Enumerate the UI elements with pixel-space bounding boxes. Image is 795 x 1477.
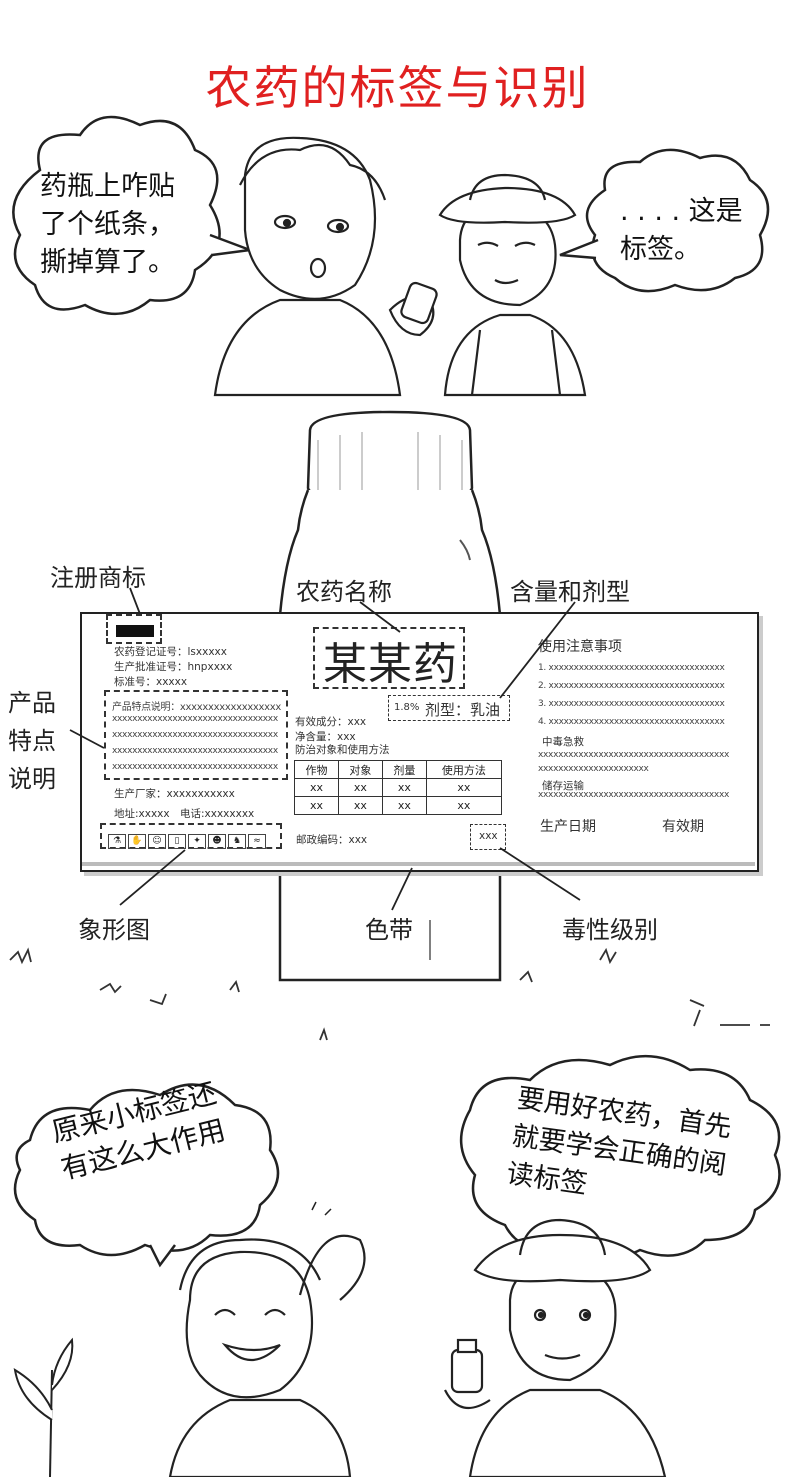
callout-name: 农药名称 xyxy=(296,578,392,606)
usage-header-cell: 使用方法 xyxy=(425,760,503,779)
bubble-right-line: . . . . 这是 xyxy=(620,196,743,227)
standard-no: 标准号：xxxxx xyxy=(114,676,188,688)
callout-features-line: 特点 xyxy=(8,727,56,755)
bubble-left-text: 药瓶上咋贴 了个纸条， 撕掉算了。 xyxy=(40,168,175,282)
content-formulation-box xyxy=(388,695,510,721)
reg-no: 农药登记证号：lsxxxxx xyxy=(114,646,227,658)
phone: 电话:xxxxxxxx xyxy=(180,808,255,820)
production-date: 生产日期 xyxy=(540,819,596,835)
features-line: xxxxxxxxxxxxxxxxxxxxxxxxxxxxxxxxx xyxy=(112,746,278,756)
product-name: 某某药 xyxy=(323,639,458,690)
note-line: 1. xxxxxxxxxxxxxxxxxxxxxxxxxxxxxxxxxxx xyxy=(538,663,725,673)
notes-title: 使用注意事项 xyxy=(538,639,622,655)
callout-color-band: 色带 xyxy=(365,916,413,944)
address: 地址:xxxxx xyxy=(114,808,170,820)
usage-cell: xx xyxy=(294,778,339,797)
happy-young-man-figure xyxy=(168,1201,366,1477)
pesticide-label xyxy=(80,612,759,872)
bubble-left-line: 撕掉算了。 xyxy=(40,247,175,278)
first-aid-line: xxxxxxxxxxxxxxxxxxxxxx xyxy=(538,764,649,774)
speech-bubble-bottom-left xyxy=(13,1083,280,1257)
pictogram-wash-icon: ☻ xyxy=(208,834,226,849)
pictogram-mask-icon: ☺ xyxy=(148,834,166,849)
sprout-plant xyxy=(13,1337,74,1477)
usage-cell: xx xyxy=(425,778,503,797)
storage-line: xxxxxxxxxxxxxxxxxxxxxxxxxxxxxxxxxxxxxx xyxy=(538,790,729,800)
speech-bubble-left xyxy=(12,115,221,316)
callout-toxicity: 毒性级别 xyxy=(562,916,658,944)
usage-table-row: xx xx xx xx xyxy=(294,778,503,797)
usage-table-row: xx xx xx xx xyxy=(294,796,503,815)
callout-features: 产品 特点 说明 xyxy=(8,684,56,798)
speech-bubble-right xyxy=(585,148,770,293)
features-line: xxxxxxxxxxxxxxxxxxxxxxxxxxxxxxxxx xyxy=(112,762,278,772)
pictogram-gloves-icon: ✋ xyxy=(128,834,146,849)
bottom-panel-art xyxy=(13,1054,781,1477)
bubble-left-line: 药瓶上咋贴 xyxy=(40,171,175,202)
first-aid-title: 中毒急救 xyxy=(542,736,584,748)
pictogram-animal-icon: ♞ xyxy=(228,834,246,849)
toxicity-value: xxx xyxy=(479,830,498,842)
features-title: 产品特点说明：xxxxxxxxxxxxxxxxxx xyxy=(112,702,282,713)
storage-title: 储存运输 xyxy=(542,780,584,792)
trademark-logo xyxy=(116,625,154,637)
bubble-left-line: 了个纸条， xyxy=(40,209,175,240)
net-content: 净含量：xxx xyxy=(295,731,356,743)
approval-no: 生产批准证号：hnpxxxx xyxy=(114,661,233,673)
pictogram-box: ⚗✋☺▯✦☻♞≈ xyxy=(100,823,282,849)
old-farmer-holding-bottle-figure xyxy=(444,1218,667,1477)
postcode: 邮政编码：xxx xyxy=(296,834,368,846)
toxicity-box xyxy=(470,824,506,850)
color-band xyxy=(82,862,755,866)
note-line: 2. xxxxxxxxxxxxxxxxxxxxxxxxxxxxxxxxxxx xyxy=(538,681,725,691)
top-panel-art xyxy=(12,115,770,397)
note-line: 3. xxxxxxxxxxxxxxxxxxxxxxxxxxxxxxxxxxx xyxy=(538,699,725,709)
content-pct: 1.8% xyxy=(394,702,420,713)
product-name-box xyxy=(313,627,465,689)
callout-trademark: 注册商标 xyxy=(50,564,146,592)
bubble-right-line: 标签。 xyxy=(620,234,701,265)
active-ingredient: 有效成分：xxx xyxy=(295,716,367,728)
formulation: 剂型：乳油 xyxy=(425,701,501,719)
expiry: 有效期 xyxy=(662,819,704,835)
trademark-box xyxy=(106,614,162,644)
young-man-figure xyxy=(213,136,438,397)
usage-table: 作物 对象 剂量 使用方法 xx xx xx xx xx xx xx xx xyxy=(294,760,503,815)
page-title: 农药的标签与识别 xyxy=(205,61,590,115)
grass-strokes xyxy=(9,947,770,1041)
callout-features-line: 说明 xyxy=(8,765,56,793)
callout-content: 含量和剂型 xyxy=(510,578,630,606)
manufacturer: 生产厂家：xxxxxxxxxxx xyxy=(114,788,235,800)
pictogram-bottle-icon: ▯ xyxy=(168,834,186,849)
callout-pictogram: 象形图 xyxy=(78,916,150,944)
speech-bubble-bottom-right xyxy=(459,1054,781,1262)
pictogram-spray-icon: ✦ xyxy=(188,834,206,849)
usage-header-cell: 作物 xyxy=(294,760,339,779)
pictogram-fish-icon: ≈ xyxy=(248,834,266,849)
usage-cell: xx xyxy=(425,796,503,815)
callout-lines xyxy=(69,587,581,911)
bubble-right-text: . . . . 这是 标签。 xyxy=(620,193,743,269)
callout-features-line: 产品 xyxy=(8,689,56,717)
features-box xyxy=(104,690,288,780)
usage-cell: xx xyxy=(294,796,339,815)
first-aid-line: xxxxxxxxxxxxxxxxxxxxxxxxxxxxxxxxxxxxxx xyxy=(538,750,729,760)
note-line: 4. xxxxxxxxxxxxxxxxxxxxxxxxxxxxxxxxxxx xyxy=(538,717,725,727)
bottle-cap xyxy=(306,410,474,502)
pictogram-mix-icon: ⚗ xyxy=(108,834,126,849)
features-line: xxxxxxxxxxxxxxxxxxxxxxxxxxxxxxxxx xyxy=(112,714,278,724)
usage-title: 防治对象和使用方法 xyxy=(295,744,390,756)
features-line: xxxxxxxxxxxxxxxxxxxxxxxxxxxxxxxxx xyxy=(112,730,278,740)
usage-cell: xx xyxy=(381,796,427,815)
old-farmer-figure xyxy=(438,173,587,397)
